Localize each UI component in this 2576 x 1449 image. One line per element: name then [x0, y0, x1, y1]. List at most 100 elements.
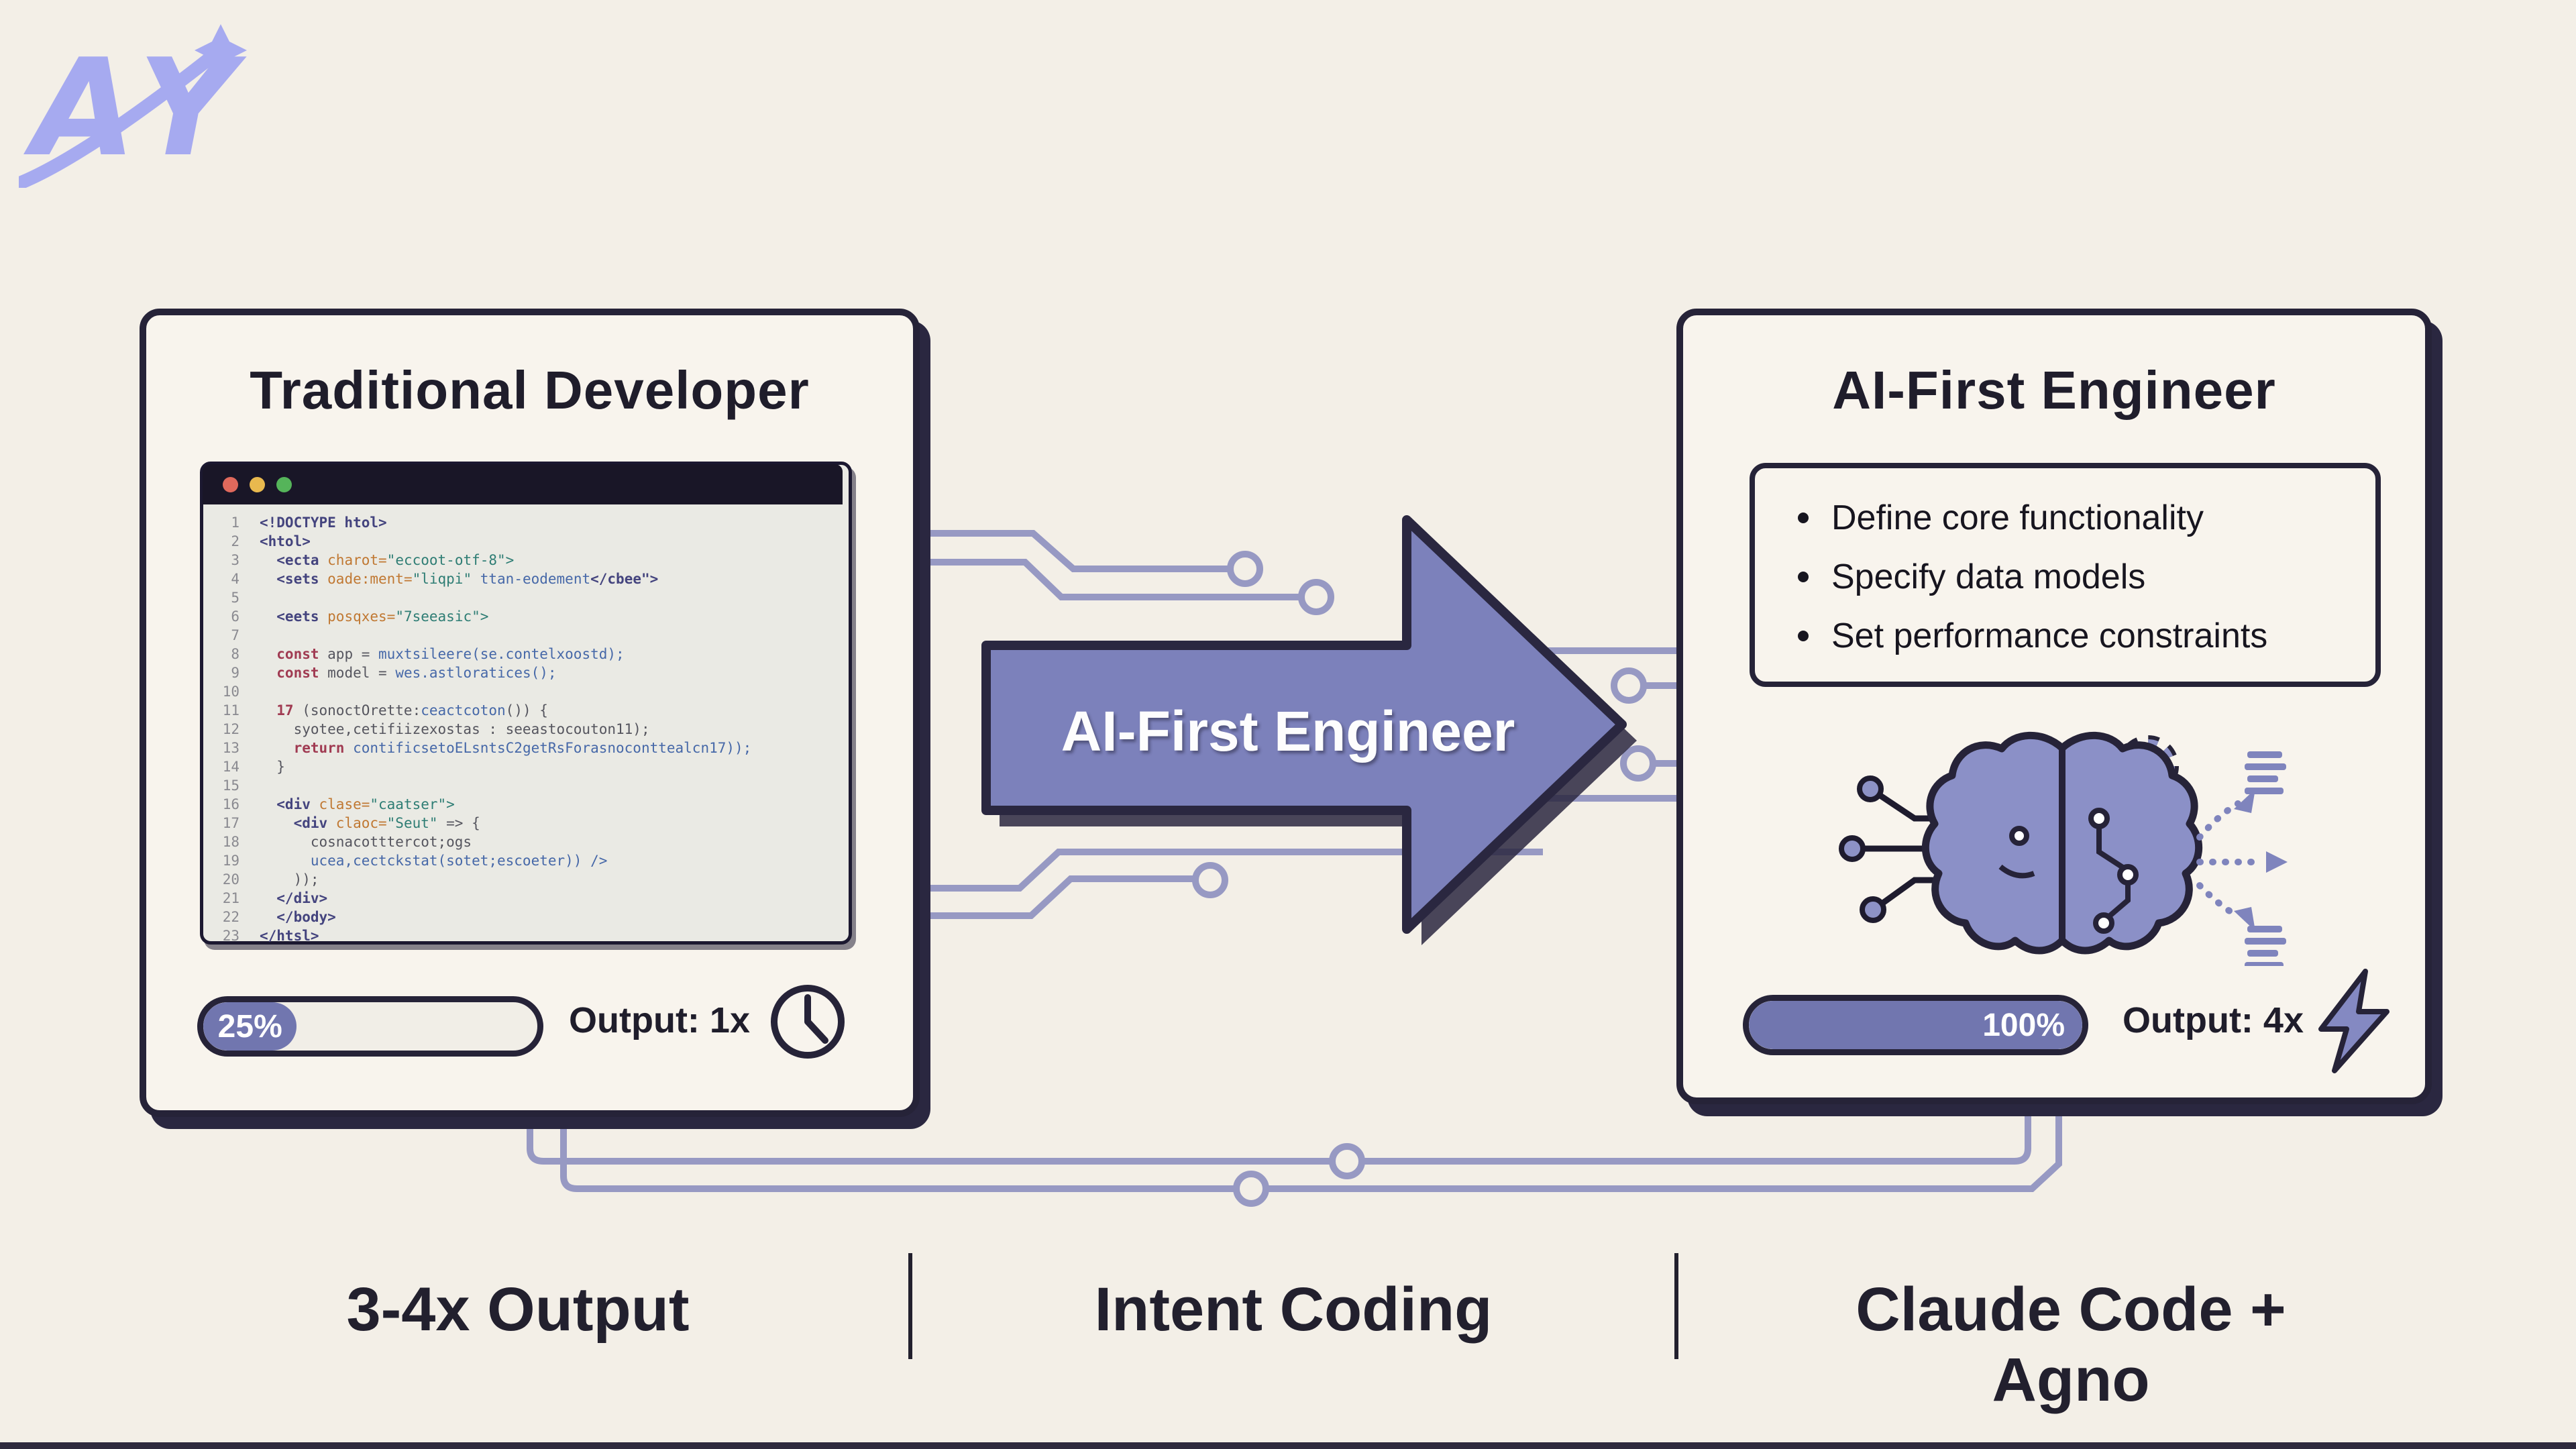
- logo-swoosh: [19, 46, 224, 188]
- trace-node: [1192, 862, 1228, 898]
- code-line: 3 <ecta charot="eccoot-otf-8">: [203, 551, 842, 570]
- line-number: 11: [222, 702, 239, 718]
- line-number: 22: [222, 909, 239, 925]
- arrow-label: AI-First Engineer: [1061, 699, 1515, 763]
- trace-upper-left-1: [920, 530, 1229, 572]
- line-number: 4: [231, 571, 239, 587]
- line-number: 20: [222, 871, 239, 888]
- line-number: 23: [222, 928, 239, 944]
- line-number: 16: [222, 796, 239, 812]
- line-number: 15: [222, 777, 239, 794]
- trace-node: [1227, 551, 1263, 587]
- zoom-traffic-light-icon: [276, 477, 292, 492]
- code-line: 19 ucea,cectckstat(sotet;escoeter)) />: [203, 851, 842, 870]
- code-line: 1<!DOCTYPE htol>: [203, 513, 842, 532]
- progress-percent-label: 25%: [217, 1008, 282, 1044]
- trace-bottom-lower-a: [560, 1107, 1235, 1192]
- bullet-dot-icon: [1798, 631, 1809, 641]
- code-line: 21 </div>: [203, 889, 842, 908]
- brand-logo: AY: [19, 20, 247, 188]
- code-line: 15: [203, 776, 842, 795]
- bullet-dot-icon: [1798, 513, 1809, 523]
- left-card-title: Traditional Developer: [250, 360, 810, 420]
- progress-percent-label: 100%: [1982, 1007, 2065, 1043]
- code-line: 18 cosnacotttercot;ogs: [203, 833, 842, 851]
- output-multiplier-right: Output: 4x: [2123, 1000, 2304, 1040]
- code-line: 12 syotee,cetifiizexostas : seeastocouto…: [203, 720, 842, 739]
- line-number: 14: [222, 759, 239, 775]
- code-line: 10: [203, 682, 842, 701]
- line-number: 17: [222, 815, 239, 831]
- line-number: 7: [231, 627, 239, 643]
- brain-circuit-lines: [1998, 826, 2131, 919]
- minimize-traffic-light-icon: [250, 477, 265, 492]
- code-line: 8 const app = muxtsileere(se.contelxoost…: [203, 645, 842, 663]
- code-line: 11 17 (sonoctOrette:ceactcoton()) {: [203, 701, 842, 720]
- footer-item-claude-agno: Claude Code + Agno: [1856, 1275, 2286, 1414]
- trace-lower-left-1: [920, 849, 1543, 892]
- brain-circuit-nodes: [2009, 808, 2139, 934]
- footer-divider: [908, 1253, 912, 1359]
- code-line: 9 const model = wes.astloratices();: [203, 663, 842, 682]
- clock-icon: [771, 985, 845, 1059]
- code-line: 4 <sets oade:ment="liqpi" ttan-eodement<…: [203, 570, 842, 588]
- line-number: 21: [222, 890, 239, 906]
- code-line: 16 <div clase="caatser">: [203, 795, 842, 814]
- progress-fill: 100%: [1749, 1001, 2082, 1049]
- trace-lower-left-2: [920, 875, 1194, 919]
- code-editor-window: 1<!DOCTYPE htol>2<htol>3 <ecta charot="e…: [200, 462, 852, 945]
- close-traffic-light-icon: [223, 477, 238, 492]
- code-line: 2<htol>: [203, 532, 842, 551]
- right-card-title: AI-First Engineer: [1832, 360, 2276, 420]
- code-line: 5: [203, 588, 842, 607]
- trace-node: [1329, 1143, 1365, 1179]
- output-multiplier-left: Output: 1x: [569, 1000, 750, 1040]
- logo-star-icon: [195, 24, 247, 76]
- line-number: 2: [231, 533, 239, 549]
- output-arrowheads: [2234, 789, 2288, 931]
- footer-item-output: 3-4x Output: [346, 1275, 690, 1344]
- editor-titlebar: [203, 464, 843, 504]
- bullet-item: Set performance constraints: [1755, 606, 2375, 665]
- code-line: 20 ));: [203, 870, 842, 889]
- ai-brain-icon: [1839, 731, 2288, 966]
- code-line: 13 return contificsetoELsntsC2getRsForas…: [203, 739, 842, 757]
- transformation-arrow: [974, 500, 1645, 956]
- line-number: 9: [231, 665, 239, 681]
- logo-ay-graphic: AY: [19, 24, 247, 188]
- trace-upper-left-2: [920, 559, 1300, 600]
- line-number: 8: [231, 646, 239, 662]
- code-line: 22 </body>: [203, 908, 842, 926]
- output-text-stack-top: [2245, 751, 2286, 794]
- trace-bottom-upper-b: [1363, 1107, 2031, 1165]
- bullet-item: Define core functionality: [1755, 488, 2375, 547]
- trace-node: [1233, 1171, 1269, 1207]
- code-line: 14 }: [203, 757, 842, 776]
- arrow-shape: [981, 515, 1627, 934]
- brain-input-nodes: [1839, 775, 1886, 923]
- code-line: 6 <eets posqxes="7seeasic">: [203, 607, 842, 626]
- line-number: 3: [231, 552, 239, 568]
- line-number: 18: [222, 834, 239, 850]
- code-line: 7: [203, 626, 842, 645]
- ai-first-engineer-card: AI-First Engineer Define core functional…: [1676, 309, 2432, 1104]
- trace-bottom-lower-b: [1267, 1107, 2062, 1192]
- line-number: 5: [231, 590, 239, 606]
- code-line: 17 <div claoc="Seut" => {: [203, 814, 842, 833]
- footer-divider: [1674, 1253, 1678, 1359]
- line-number: 12: [222, 721, 239, 737]
- trace-bottom-upper-a: [527, 1107, 1331, 1165]
- output-dotted-arrows: [2196, 800, 2264, 920]
- code-listing: 1<!DOCTYPE htol>2<htol>3 <ecta charot="e…: [203, 505, 842, 946]
- output-progress-bar-left: 25%: [197, 996, 543, 1057]
- output-text-stack-bottom: [2245, 926, 2286, 966]
- traditional-developer-card: Traditional Developer 1<!DOCTYPE htol>2<…: [140, 309, 920, 1117]
- trace-node: [1298, 579, 1334, 615]
- progress-fill: 25%: [203, 1002, 297, 1051]
- line-number: 6: [231, 608, 239, 625]
- code-line: 23</htsl>: [203, 926, 842, 945]
- output-progress-bar-right: 100%: [1743, 995, 2088, 1055]
